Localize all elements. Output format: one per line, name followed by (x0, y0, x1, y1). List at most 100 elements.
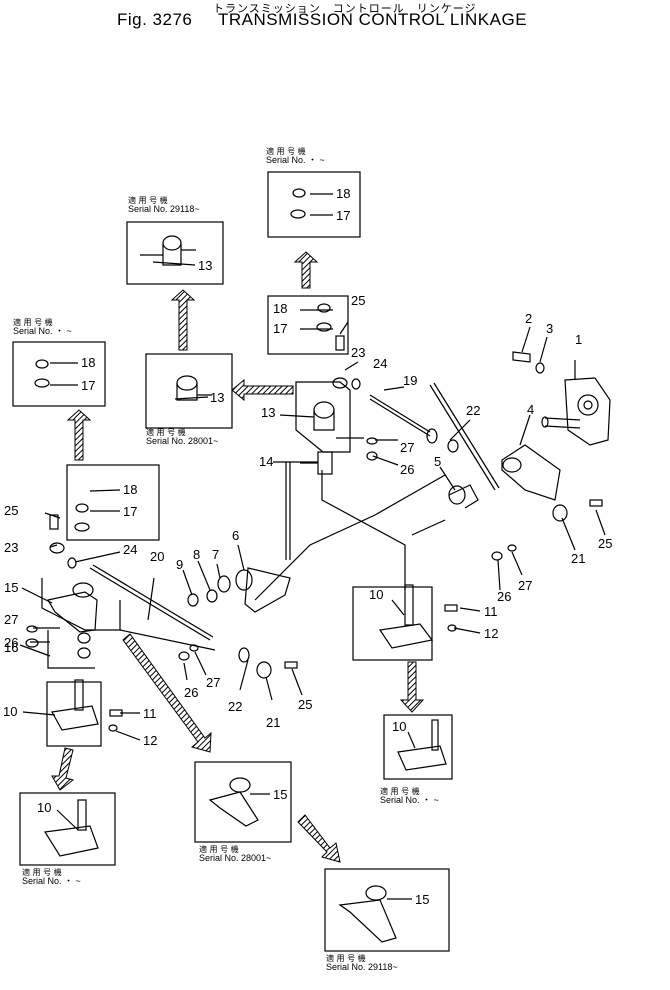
hatched-arrow-diagonal-1 (122, 633, 212, 753)
part-label-24-left: 24 (123, 542, 138, 557)
detail-box-13-upper (126, 221, 224, 285)
caption-serial: Serial No. ・ ~ (380, 795, 439, 805)
part-label-22-right: 22 (466, 403, 481, 418)
hatched-arrow-down-1 (399, 661, 425, 713)
part-label-26-main: 26 (400, 462, 415, 477)
caption-serial: Serial No. 28001~ (199, 853, 272, 863)
part-label-4: 4 (527, 402, 535, 417)
part-label-26-right: 26 (497, 589, 512, 604)
title-japanese: トランスミッション コントロール リンケージ (213, 2, 477, 15)
part-label-25-left: 25 (4, 503, 19, 518)
detail-box-15-bottom (324, 868, 450, 952)
hatched-arrow-up-3 (66, 409, 92, 461)
part-label-14: 14 (259, 454, 274, 469)
part-label-21-right: 21 (571, 551, 586, 566)
part-label-8: 8 (193, 547, 201, 562)
part-label-18-left: 18 (123, 482, 138, 497)
part-label-17-mid: 17 (273, 321, 288, 336)
part-label-13-lower: 13 (210, 390, 225, 405)
part-label-9: 9 (176, 557, 184, 572)
part-label-12-right: 12 (484, 626, 499, 641)
caption-jp: 適 用 号 機 (266, 147, 306, 156)
part-label-20: 20 (150, 549, 165, 564)
caption-serial: Serial No. ・ ~ (13, 326, 72, 336)
part-label-13-upper: 13 (198, 258, 213, 273)
part-label-5: 5 (434, 454, 442, 469)
part-label-10-left: 10 (3, 704, 18, 719)
caption-serial: Serial No. 29118~ (326, 962, 398, 972)
part-label-23-main: 23 (351, 345, 366, 360)
part-label-23-left: 23 (4, 540, 19, 555)
part-label-10-bottom-right: 10 (392, 719, 407, 734)
caption-serial: Serial No. ・ ~ (266, 155, 325, 165)
caption-serial: Serial No. ・ ~ (22, 876, 81, 886)
part-label-16: 16 (4, 640, 19, 655)
hatched-arrow-up-1 (293, 251, 319, 289)
part-label-3: 3 (546, 321, 554, 336)
part-label-17-left: 17 (123, 504, 138, 519)
figure-title: TRANSMISSION CONTROL LINKAGE (218, 10, 528, 29)
part-label-18-top: 18 (336, 186, 351, 201)
part-label-25-middle: 25 (298, 697, 313, 712)
caption-serial: Serial No. 28001~ (146, 436, 219, 446)
part-label-15-bottom: 15 (415, 892, 430, 907)
part-label-18-left-upper: 18 (81, 355, 96, 370)
part-label-17-top: 17 (336, 208, 351, 223)
part-label-26-left: 26 (4, 635, 19, 650)
detail-box-left-upper (12, 341, 106, 407)
caption-jp: 適 用 号 機 (380, 787, 420, 796)
part-label-24-main: 24 (373, 356, 388, 371)
part-label-15-left: 15 (4, 580, 19, 595)
detail-box-10-lower-right (352, 586, 433, 661)
part-label-25-right: 25 (598, 536, 613, 551)
part-label-27-right: 27 (518, 578, 533, 593)
detail-box-10-lower-left (46, 681, 102, 747)
part-label-27-left: 27 (4, 612, 19, 627)
hatched-arrow-up-2 (170, 289, 196, 351)
part-label-27-main: 27 (400, 440, 415, 455)
detail-box-10-bottom-left (19, 792, 116, 866)
part-label-15-middle: 15 (273, 787, 288, 802)
part-label-7: 7 (212, 547, 220, 562)
part-label-10-right: 10 (369, 587, 384, 602)
hatched-arrow-left-1 (231, 378, 294, 402)
part-label-6: 6 (232, 528, 240, 543)
part-label-22-middle: 22 (228, 699, 243, 714)
caption-jp: 適 用 号 機 (326, 954, 366, 963)
part-label-1: 1 (575, 332, 583, 347)
part-label-10-bottom-left: 10 (37, 800, 52, 815)
part-label-18-mid: 18 (273, 301, 288, 316)
part-label-27-middle: 27 (206, 675, 221, 690)
part-label-13-main: 13 (261, 405, 276, 420)
caption-jp: 適 用 号 機 (22, 868, 62, 877)
figure-number: Fig. 3276 (117, 10, 193, 29)
caption-jp: 適 用 号 機 (128, 196, 168, 205)
caption-jp: 適 用 号 機 (146, 428, 186, 437)
detail-box-15-middle (194, 761, 292, 843)
part-label-11-right: 11 (484, 604, 498, 619)
detail-box-13-lower (145, 353, 233, 429)
caption-serial: Serial No. 29118~ (128, 204, 200, 214)
caption-jp: 適 用 号 機 (13, 318, 53, 327)
part-label-11-left: 11 (143, 706, 157, 721)
detail-box-18-17-left (66, 464, 160, 541)
part-label-25-main: 25 (351, 293, 366, 308)
hatched-arrow-diagonal-2 (297, 814, 341, 863)
part-label-26-middle: 26 (184, 685, 199, 700)
part-label-12-left: 12 (143, 733, 158, 748)
part-label-19: 19 (403, 373, 418, 388)
hatched-arrow-down-2 (51, 747, 75, 791)
detail-box-10-bottom-right (383, 714, 453, 780)
part-label-2: 2 (525, 311, 533, 326)
caption-jp: 適 用 号 機 (199, 845, 239, 854)
part-label-17-left-upper: 17 (81, 378, 96, 393)
